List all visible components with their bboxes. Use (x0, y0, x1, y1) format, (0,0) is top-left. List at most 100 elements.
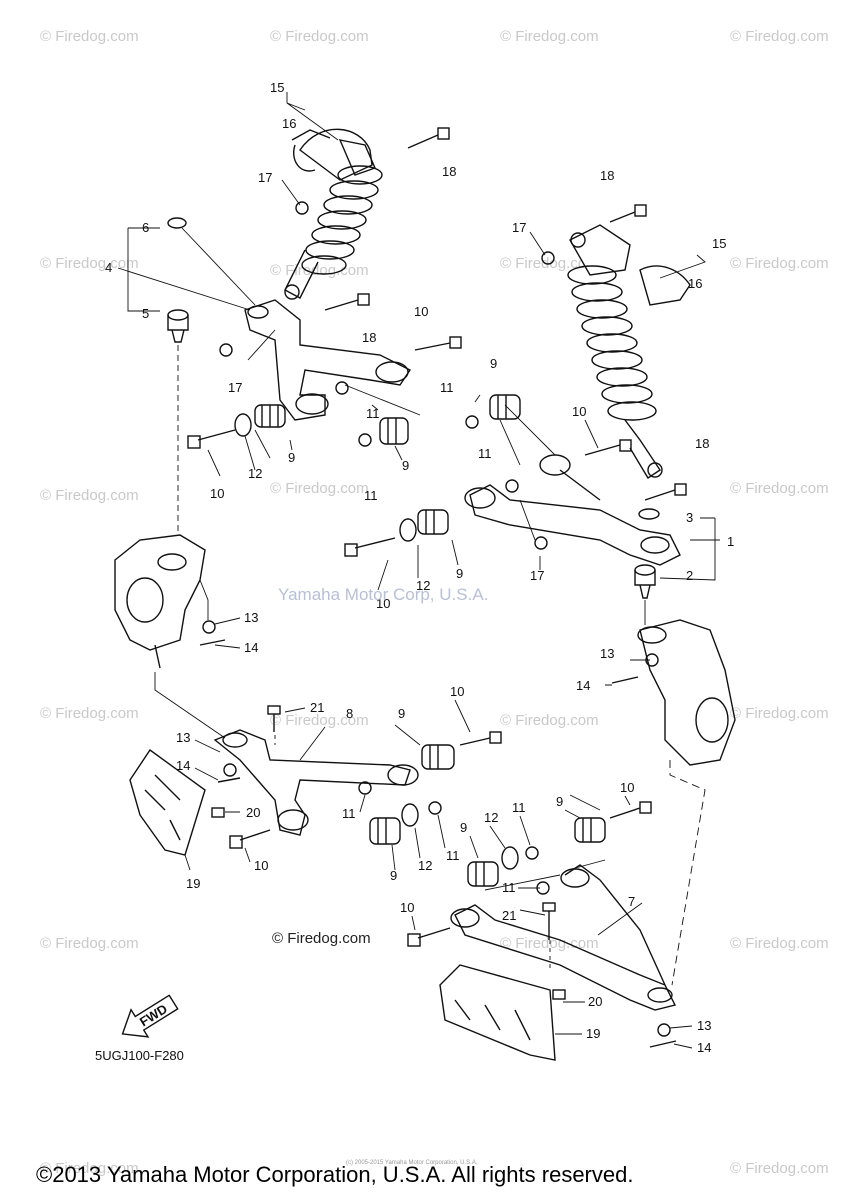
lower-right-a-arm (450, 864, 677, 1011)
watermark: © Firedog.com (730, 480, 829, 497)
washer (234, 413, 252, 437)
right-steering-knuckle (637, 619, 736, 766)
callout: 14 (697, 1040, 711, 1055)
callout: 11 (440, 380, 454, 395)
right-shock-absorber (567, 224, 691, 479)
callout: 11 (342, 806, 356, 821)
bolt-21 (542, 902, 556, 940)
bushing (489, 394, 521, 420)
right-shock-spring (567, 265, 657, 421)
callout: 19 (186, 876, 200, 891)
callout: 11 (446, 848, 460, 863)
callout: 15 (270, 80, 284, 95)
callout: 18 (442, 164, 456, 179)
bushing (574, 817, 606, 843)
callout: 21 (310, 700, 324, 715)
copyright-footer: ©2013 Yamaha Motor Corporation, U.S.A. A… (36, 1162, 634, 1187)
callout: 13 (244, 610, 258, 625)
watermark: © Firedog.com (730, 255, 829, 272)
bolt (344, 537, 396, 557)
watermark: © Firedog.com (40, 487, 139, 504)
callout: 9 (460, 820, 467, 835)
callout-numbers: 15 16 17 18 6 4 5 17 18 10 10 12 9 11 9 … (105, 80, 734, 1055)
nut (295, 201, 309, 215)
bolt (407, 927, 451, 947)
callout: 9 (402, 458, 409, 473)
callout: 14 (244, 640, 258, 655)
callout: 11 (512, 800, 526, 815)
bushing (467, 861, 499, 887)
callout: 4 (105, 260, 112, 275)
bushing (379, 417, 409, 445)
callout: 18 (362, 330, 376, 345)
callout: 12 (418, 858, 432, 873)
callout: 17 (530, 568, 544, 583)
left-ball-joint (167, 309, 189, 343)
lower-left-a-arm (213, 729, 419, 836)
bolt (584, 439, 632, 456)
bolt (414, 336, 462, 351)
callout-leaders (184, 394, 693, 1049)
cotter-pin (649, 1040, 677, 1048)
callout: 9 (490, 356, 497, 371)
watermark: © Firedog.com (40, 1160, 139, 1177)
callout: 20 (246, 805, 260, 820)
cotter-pin (611, 676, 639, 684)
callout: 12 (248, 466, 262, 481)
callout: 10 (414, 304, 428, 319)
nut (657, 1023, 671, 1037)
callout: 10 (254, 858, 268, 873)
clip-nut (552, 989, 566, 1000)
tiny-copyright: (c) 2005-2015 Yamaha Motor Corporation, … (346, 1160, 478, 1166)
callout: 16 (688, 276, 702, 291)
callout: 16 (282, 116, 296, 131)
callout: 15 (712, 236, 726, 251)
callout: 14 (576, 678, 590, 693)
callout: 11 (502, 880, 516, 895)
callout: 11 (478, 446, 492, 461)
left-arm-guard (129, 749, 206, 856)
watermark: © Firedog.com (270, 28, 369, 45)
callout: 9 (398, 706, 405, 721)
bolt (644, 483, 687, 501)
watermark: © Firedog.com (40, 28, 139, 45)
callout: 1 (727, 534, 734, 549)
watermark: © Firedog.com (730, 28, 829, 45)
bolt (187, 429, 236, 449)
callout: 19 (586, 1026, 600, 1041)
callout: 21 (502, 908, 516, 923)
cotter-pin (217, 777, 241, 783)
watermark: © Firedog.com (730, 935, 829, 952)
nut (223, 763, 237, 777)
left-shock-absorber (284, 128, 383, 300)
callout: 9 (390, 868, 397, 883)
diagram-code: 5UGJ100-F280 (95, 1048, 184, 1063)
watermark: © Firedog.com (40, 935, 139, 952)
washer (401, 803, 419, 827)
bolt-21 (267, 705, 281, 732)
nut (534, 536, 548, 550)
reference-lines (154, 227, 706, 986)
left-shock-spring (301, 165, 383, 275)
washer (399, 518, 417, 542)
callout: 10 (210, 486, 224, 501)
bolt (407, 127, 450, 149)
callout: 10 (572, 404, 586, 419)
callout: 14 (176, 758, 190, 773)
callout: 18 (600, 168, 614, 183)
nut (358, 433, 372, 447)
watermark: © Firedog.com (270, 712, 369, 729)
callout: 8 (346, 706, 353, 721)
circlip (167, 217, 187, 229)
callout: 3 (686, 510, 693, 525)
nut (505, 479, 519, 493)
callout: 11 (364, 488, 378, 503)
callout: 9 (288, 450, 295, 465)
callout: 11 (366, 406, 380, 421)
callout: 12 (484, 810, 498, 825)
bolt (609, 204, 647, 223)
callout: 17 (228, 380, 242, 395)
nut (335, 381, 349, 395)
inline-firedog-watermark: © Firedog.com (272, 930, 371, 947)
callout: 7 (628, 894, 635, 909)
